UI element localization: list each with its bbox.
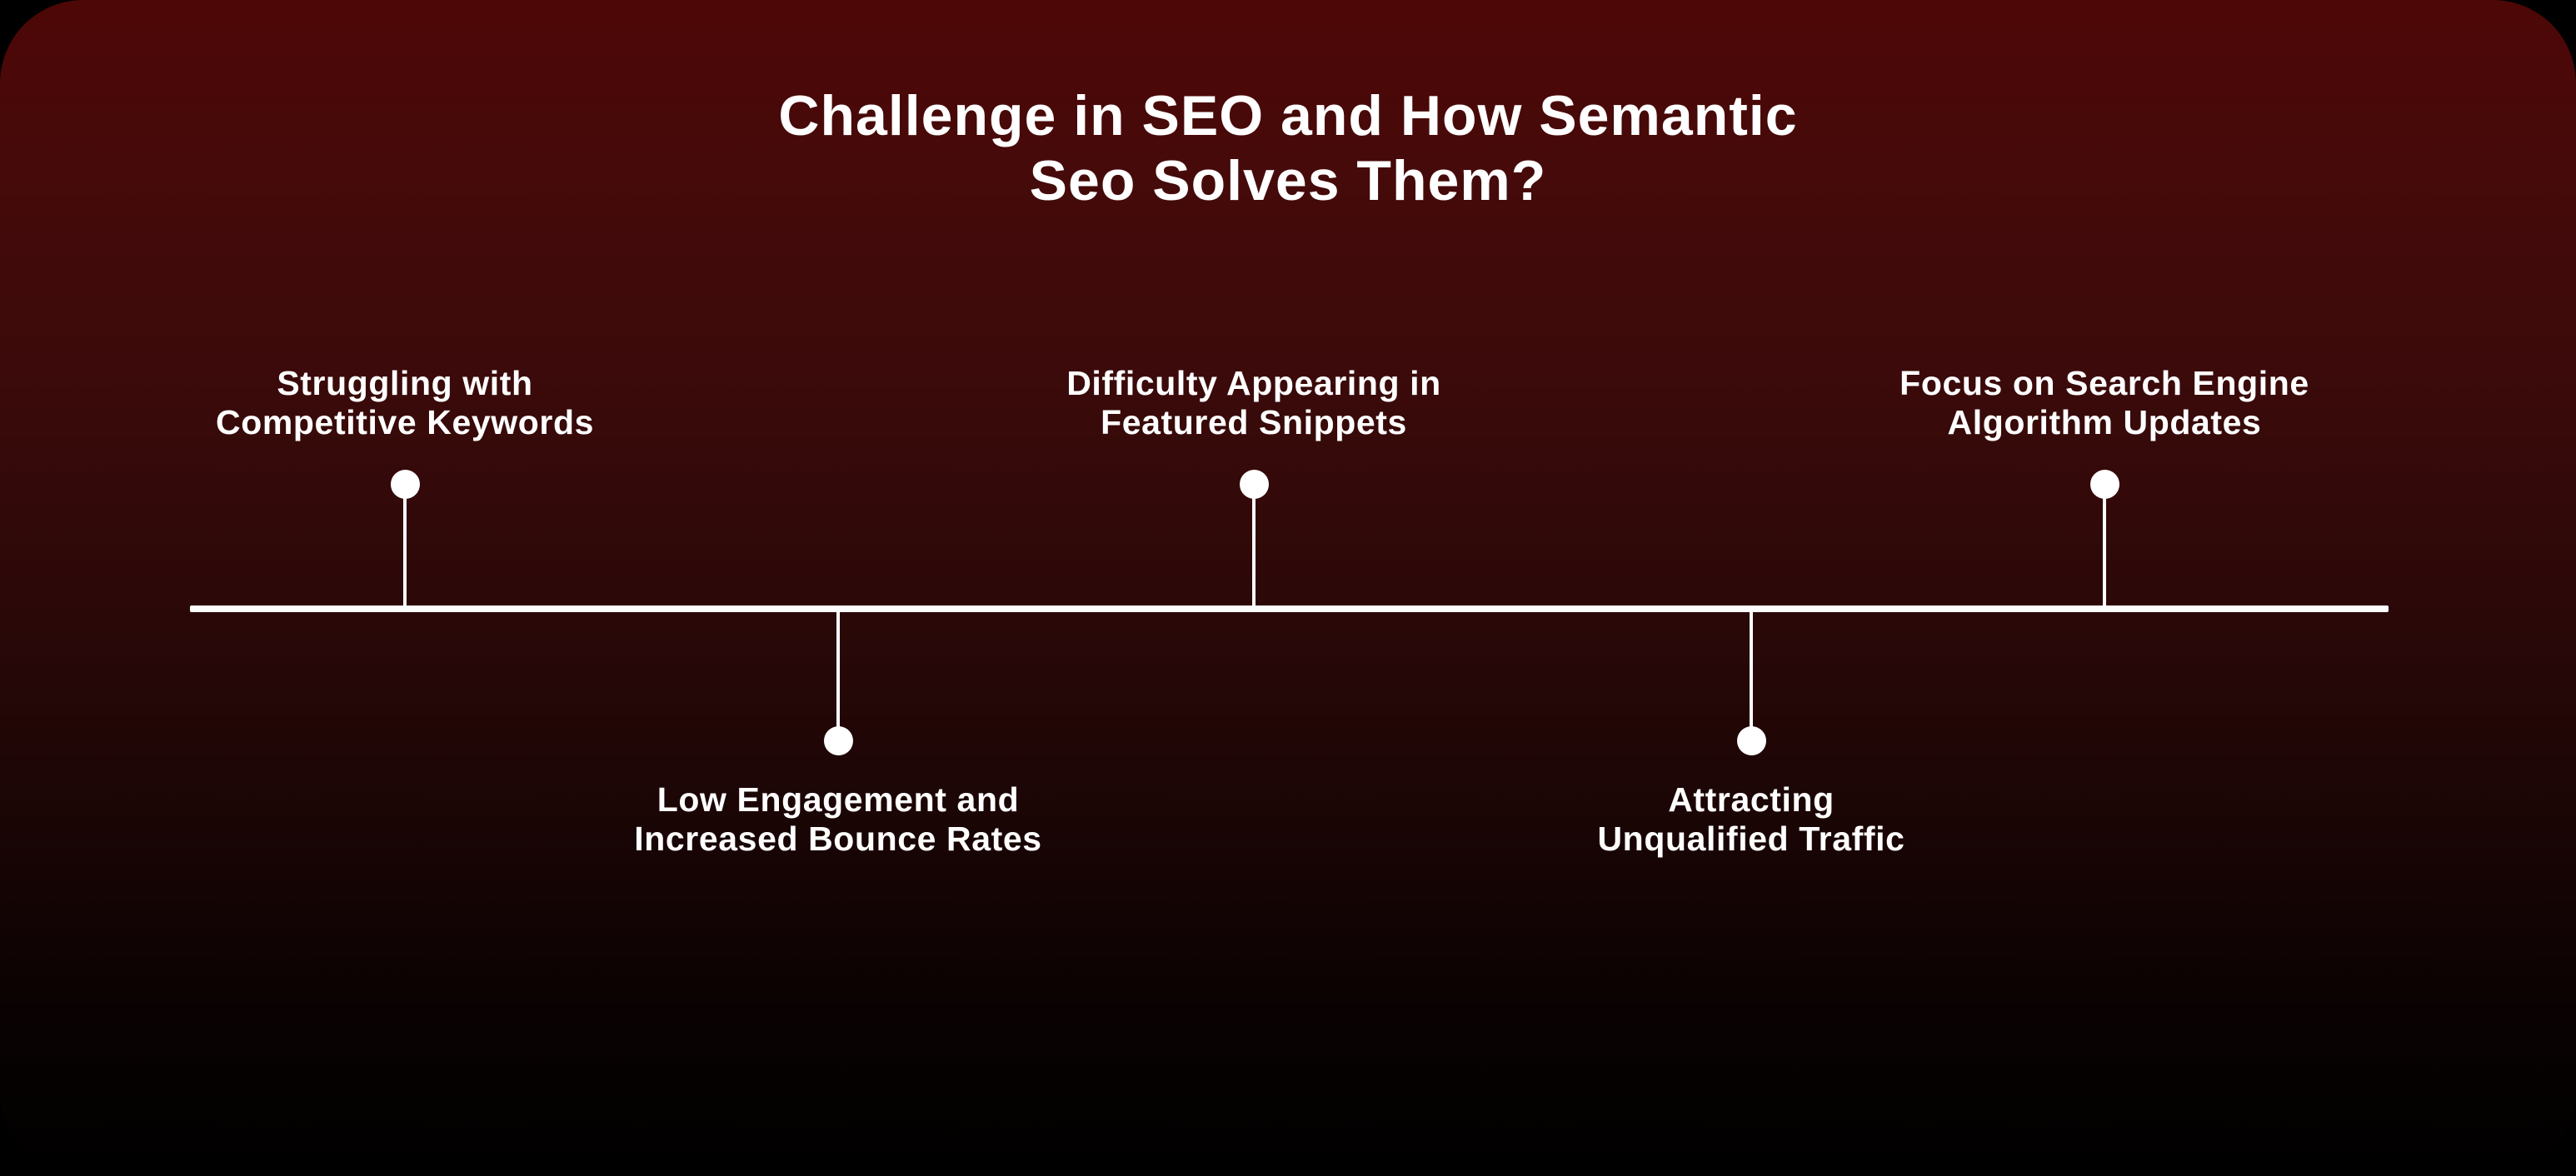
- milestone-label: Focus on Search Engine Algorithm Updates: [1900, 364, 2309, 441]
- infographic-title: Challenge in SEO and How Semantic Seo So…: [778, 84, 1798, 212]
- milestone-dot: [823, 726, 853, 755]
- milestone-stem: [836, 609, 840, 742]
- milestone-dot: [1239, 470, 1269, 499]
- milestone-label: Low Engagement and Increased Bounce Rate…: [634, 780, 1042, 858]
- milestone-stem: [2103, 485, 2106, 609]
- milestone-label: Struggling with Competitive Keywords: [216, 364, 594, 441]
- milestone-stem: [403, 485, 407, 609]
- milestone-dot: [2089, 470, 2119, 499]
- milestone-label: Difficulty Appearing in Featured Snippet…: [1066, 364, 1441, 441]
- milestone-stem: [1252, 485, 1256, 609]
- milestone-stem: [1750, 609, 1753, 742]
- milestone-label: Attracting Unqualified Traffic: [1597, 780, 1905, 858]
- timeline-axis: [190, 605, 2389, 612]
- milestone-dot: [390, 470, 420, 499]
- milestone-dot: [1736, 726, 1766, 755]
